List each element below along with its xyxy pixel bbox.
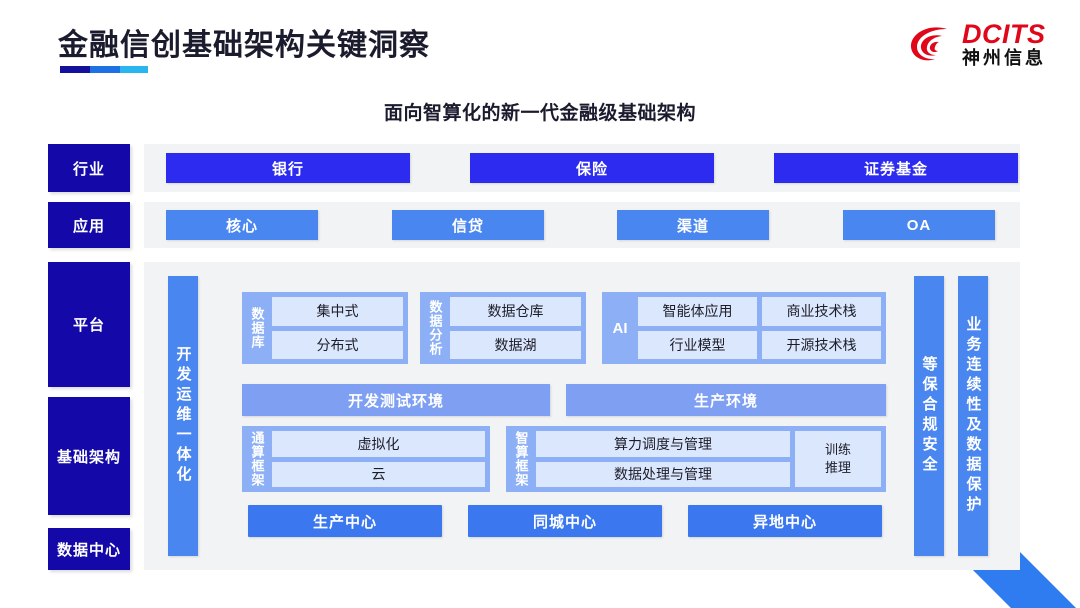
vbar-business-continuity-data-protection[interactable]: 业务连续性及数据保护 [958,276,988,556]
group-data-analysis: 数据分析 数据仓库 数据湖 [420,292,586,364]
cell-compute-scheduling-management[interactable]: 算力调度与管理 [536,431,790,457]
application-row-panel: 核心 信贷 渠道 OA [144,202,1020,248]
group-items-data-analysis: 数据仓库 数据湖 [450,297,581,359]
env-chip-dev-test[interactable]: 开发测试环境 [242,384,550,416]
cell-industry-model[interactable]: 行业模型 [638,330,757,359]
group-items-ai: 智能体应用 商业技术栈 行业模型 开源技术栈 [638,297,881,359]
group-ai: AI 智能体应用 商业技术栈 行业模型 开源技术栈 [602,292,886,364]
group-label-ai: AI [612,319,628,337]
inference-label: 推理 [824,460,851,475]
group-items-database: 集中式 分布式 [272,297,403,359]
cell-virtualization[interactable]: 虚拟化 [272,431,485,457]
vbar-devops-integration[interactable]: 开发运维一体化 [168,276,198,556]
cell-data-processing-management[interactable]: 数据处理与管理 [536,461,790,487]
group-label-general-compute: 通算框架 [249,431,265,487]
cell-commercial-tech-stack[interactable]: 商业技术栈 [762,297,881,326]
application-chip-core[interactable]: 核心 [166,210,318,240]
cell-data-warehouse[interactable]: 数据仓库 [450,297,581,326]
group-intelligent-compute-framework: 智算框架 算力调度与管理 数据处理与管理 训练 推理 [506,426,886,492]
industry-row-panel: 银行 保险 证券基金 [144,144,1020,192]
layer-label-application: 应用 [48,202,130,248]
application-chip-oa[interactable]: OA [843,210,995,240]
training-label: 训练 [824,442,851,458]
env-chip-production[interactable]: 生产环境 [566,384,886,416]
cell-centralized[interactable]: 集中式 [272,297,403,326]
brand-logo: DCITS 神州信息 [906,20,1046,68]
cell-agent-application[interactable]: 智能体应用 [638,297,757,326]
vbar-compliance-security[interactable]: 等保合规安全 [914,276,944,556]
application-chip-credit[interactable]: 信贷 [392,210,544,240]
layer-label-infrastructure: 基础架构 [48,397,130,515]
layer-label-industry: 行业 [48,144,130,192]
group-items-general-compute: 虚拟化 云 [272,431,485,487]
rule-segment-navy [60,66,90,73]
datacenter-chip-production[interactable]: 生产中心 [248,505,442,537]
rule-segment-blue [90,66,120,73]
group-label-intelligent-compute: 智算框架 [513,431,529,487]
layer-label-datacenter: 数据中心 [48,528,130,570]
page-title: 金融信创基础架构关键洞察 [58,29,430,62]
group-general-compute-framework: 通算框架 虚拟化 云 [242,426,490,492]
group-label-data-analysis: 数据分析 [427,300,443,356]
industry-chip-bank[interactable]: 银行 [166,153,410,183]
industry-chip-insurance[interactable]: 保险 [470,153,714,183]
cell-cloud[interactable]: 云 [272,461,485,487]
cell-data-lake[interactable]: 数据湖 [450,330,581,359]
cell-training-inference[interactable]: 训练 推理 [795,431,881,487]
datacenter-chip-remote[interactable]: 异地中心 [688,505,882,537]
datacenter-chip-metro[interactable]: 同城中心 [468,505,662,537]
industry-chip-securities-fund[interactable]: 证券基金 [774,153,1018,183]
layer-label-platform: 平台 [48,262,130,387]
dcits-swirl-icon [906,20,954,68]
diagram-subtitle: 面向智算化的新一代金融级基础架构 [383,103,696,124]
cell-opensource-tech-stack[interactable]: 开源技术栈 [762,330,881,359]
logo-text-cn: 神州信息 [962,47,1046,68]
logo-text-en: DCITS [962,19,1046,50]
application-chip-channel[interactable]: 渠道 [617,210,769,240]
group-label-database: 数据库 [249,307,265,349]
group-items-intelligent-compute: 算力调度与管理 数据处理与管理 [536,431,790,487]
title-underline-rule [60,66,148,73]
logo-wordmark: DCITS 神州信息 [962,20,1046,67]
rule-segment-cyan [120,66,148,73]
cell-distributed[interactable]: 分布式 [272,330,403,359]
group-database: 数据库 集中式 分布式 [242,292,408,364]
